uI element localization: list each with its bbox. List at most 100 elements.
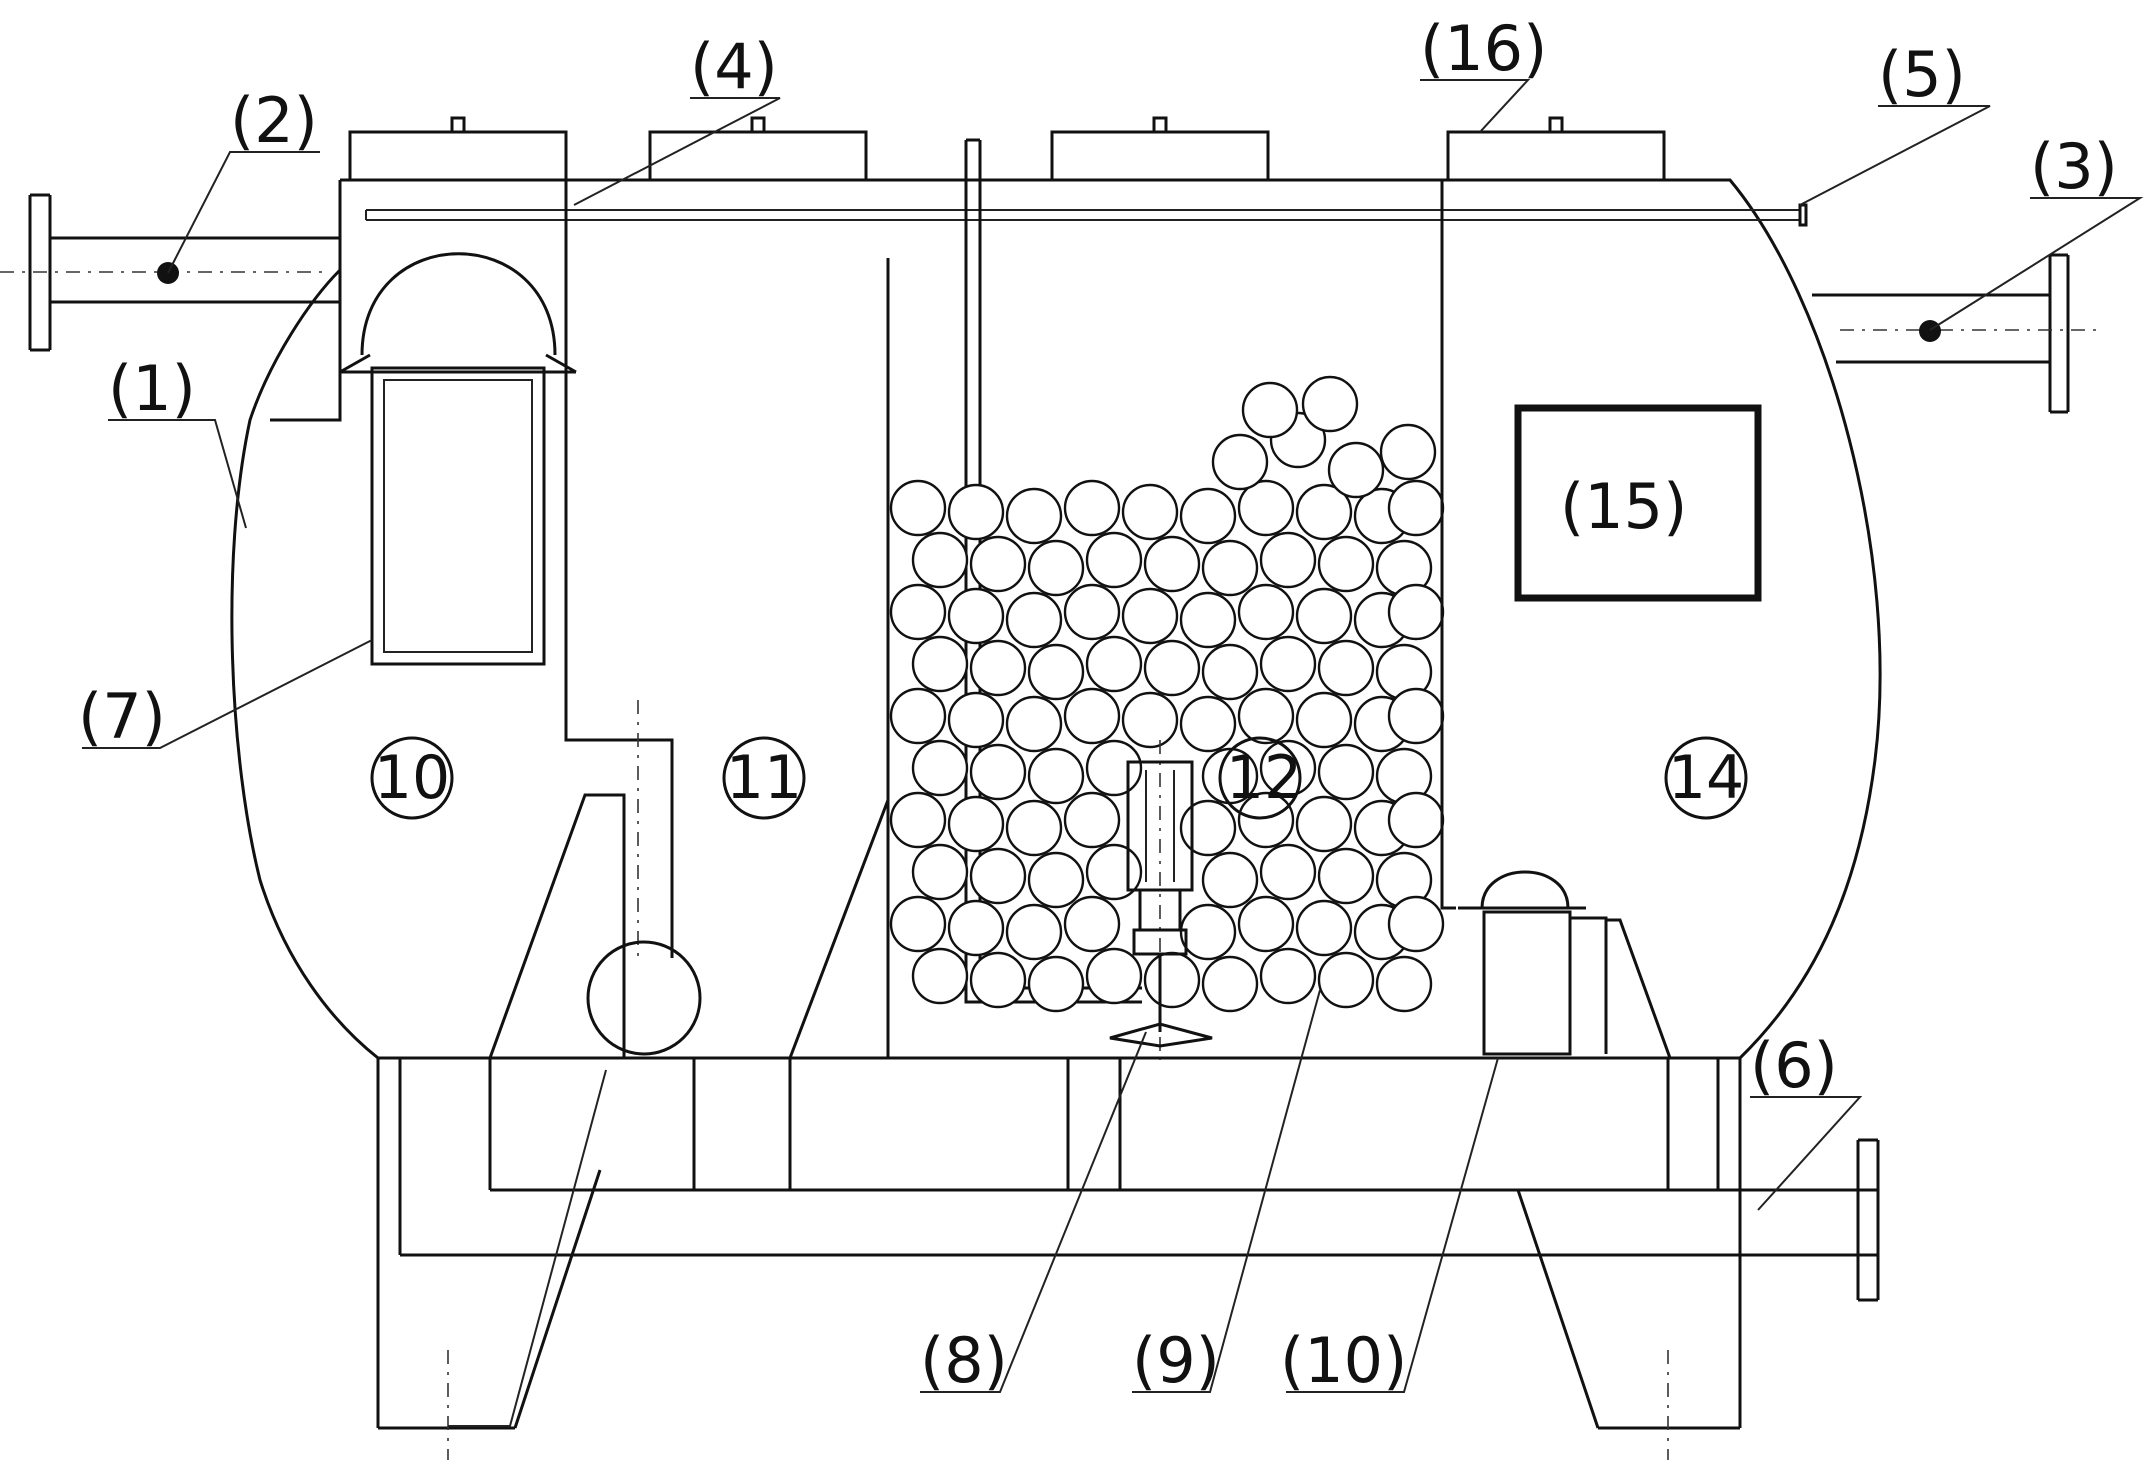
filler-ball: [1317, 535, 1375, 593]
filler-ball: [889, 479, 947, 537]
filler-ball: [947, 483, 1005, 541]
callout-labels: (2) (4) (16) (5) (3) (1) (15) (7) (6) (8…: [78, 12, 2118, 1397]
filler-ball: [1179, 695, 1237, 753]
filler-ball: [1317, 639, 1375, 697]
chamber-14-label: 14: [1668, 743, 1744, 813]
filler-ball: [1387, 791, 1445, 849]
filler-ball: [1237, 895, 1295, 953]
filler-ball: [1317, 951, 1375, 1009]
filler-ball: [889, 687, 947, 745]
leader-lines: [82, 79, 2144, 1427]
filler-ball: [1237, 791, 1295, 849]
filler-ball: [1201, 539, 1259, 597]
filler-ball: [1327, 441, 1385, 499]
label-10: (10): [1280, 1324, 1407, 1397]
outlet-pipe: [1812, 253, 2100, 414]
filler-ball: [969, 535, 1027, 593]
filler-ball: [969, 639, 1027, 697]
filler-ball: [889, 791, 947, 849]
filler-ball: [1063, 895, 1121, 953]
filler-ball: [1241, 381, 1299, 439]
filler-ball: [947, 795, 1005, 853]
filler-ball: [1379, 423, 1437, 481]
filler-ball: [947, 899, 1005, 957]
filler-ball: [1295, 483, 1353, 541]
label-8: (8): [920, 1324, 1008, 1397]
filler-ball: [1301, 375, 1359, 433]
filler-ball: [1179, 799, 1237, 857]
filler-ball: [1085, 739, 1143, 797]
filler-ball: [1295, 587, 1353, 645]
label-3: (3): [2030, 130, 2118, 203]
inlet-box: [270, 270, 342, 422]
filler-ball: [969, 951, 1027, 1009]
filler-ball: [1387, 895, 1445, 953]
filler-ball: [911, 531, 969, 589]
filler-ball: [911, 635, 969, 693]
filler-ball: [1387, 583, 1445, 641]
filler-ball: [1295, 899, 1353, 957]
filler-ball: [1027, 955, 1085, 1013]
filler-ball: [1259, 635, 1317, 693]
stirrer: [1109, 740, 1213, 1060]
drain-pipe: [1856, 1138, 1880, 1302]
partition-10-11: [488, 180, 702, 1059]
filler-ball: [911, 739, 969, 797]
filler-ball: [1063, 583, 1121, 641]
filler-ball: [889, 895, 947, 953]
filler-ball: [1005, 591, 1063, 649]
filler-ball: [1085, 947, 1143, 1005]
filler-ball: [1295, 795, 1353, 853]
filler-ball: [1143, 535, 1201, 593]
filler-ball: [1005, 487, 1063, 545]
filler-ball: [1179, 487, 1237, 545]
filler-ball: [1143, 639, 1201, 697]
filler-ball: [1005, 799, 1063, 857]
label-6: (6): [1750, 1029, 1838, 1102]
label-9: (9): [1132, 1324, 1220, 1397]
filler-ball: [1063, 791, 1121, 849]
chamber-12-label: 12: [1226, 743, 1302, 813]
filler-ball: [969, 847, 1027, 905]
filler-ball: [1005, 695, 1063, 753]
filler-ball: [1259, 843, 1317, 901]
filler-ball: [1237, 583, 1295, 641]
filler-ball: [947, 691, 1005, 749]
top-lids: [348, 116, 1666, 182]
filler-ball: [1201, 643, 1259, 701]
filler-ball: [911, 947, 969, 1005]
filler-ball: [1063, 479, 1121, 537]
filler-ball: [1027, 747, 1085, 805]
filler-ball: [1201, 955, 1259, 1013]
filler-ball: [1295, 691, 1353, 749]
label-5: (5): [1878, 38, 1966, 111]
air-pipe: [365, 203, 1808, 227]
filler-ball: [1259, 739, 1317, 797]
filler-ball: [969, 743, 1027, 801]
filler-ball: [1027, 851, 1085, 909]
filler-ball: [1317, 847, 1375, 905]
filler-ball: [1027, 643, 1085, 701]
chamber-10-label: 10: [374, 743, 450, 813]
filler-ball: [1063, 687, 1121, 745]
filler-ball: [1259, 947, 1317, 1005]
screen-basket: [339, 252, 577, 666]
filler-ball: [1027, 539, 1085, 597]
filler-ball: [1121, 587, 1179, 645]
outlet-filter: [1458, 870, 1672, 1059]
filler-ball: [1211, 433, 1269, 491]
label-4: (4): [690, 30, 778, 103]
label-15: (15): [1560, 470, 1687, 543]
filler-ball: [889, 583, 947, 641]
chamber-markers: 10 11 12 14: [370, 736, 1748, 820]
filler-ball: [1143, 951, 1201, 1009]
clean-water-box: [1514, 404, 1762, 602]
filler-ball: [1387, 479, 1445, 537]
filler-ball: [1387, 687, 1445, 745]
filler-ball: [1085, 531, 1143, 589]
inlet-pipe: [0, 193, 340, 352]
filler-ball: [1237, 687, 1295, 745]
filler-ball: [1121, 483, 1179, 541]
